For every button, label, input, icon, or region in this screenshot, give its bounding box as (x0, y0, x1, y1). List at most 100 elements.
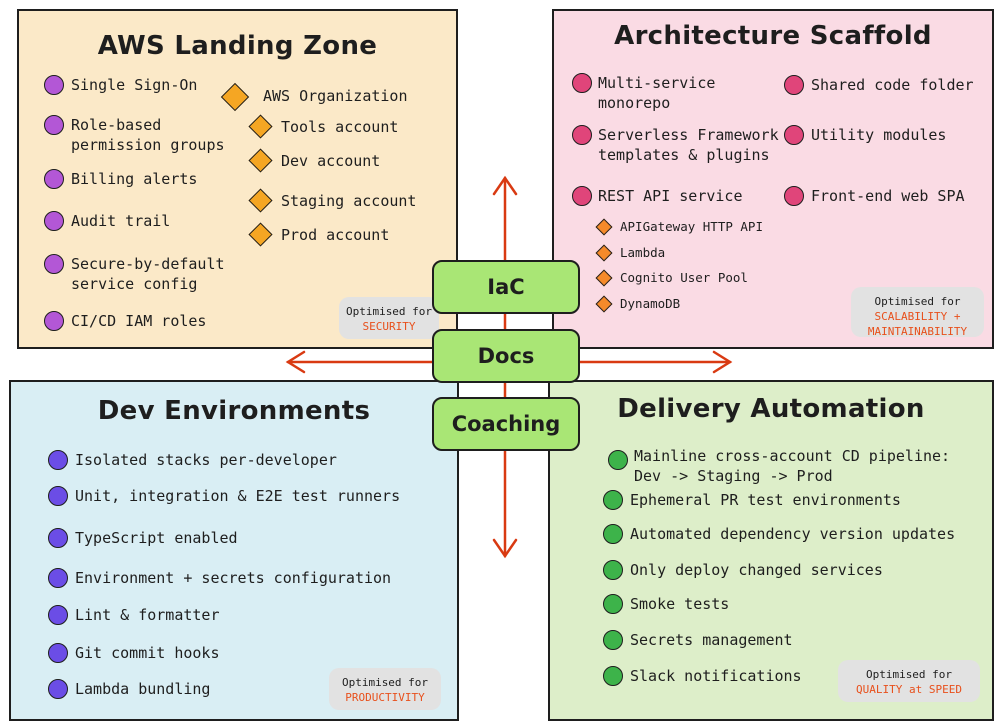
scaffold-item: Utility modules (811, 126, 947, 144)
api-part-diamond-icon (595, 269, 613, 287)
account-item: Prod account (281, 226, 390, 244)
account-item: Dev account (281, 152, 381, 170)
scaffold-bullet-icon (784, 125, 804, 145)
feature-bullet-icon (44, 311, 64, 331)
badge-prefix: Optimised for (345, 305, 433, 318)
scaffold-title: Architecture Scaffold (614, 21, 932, 51)
delivery-item: Mainline cross-account CD pipeline: Dev … (634, 447, 951, 485)
arrow-head-up (492, 175, 518, 196)
badge-focus: SECURITY (362, 320, 416, 333)
delivery-panel: Delivery Automation Mainline cross-accou… (548, 380, 994, 721)
dev-bullet-icon (48, 450, 68, 470)
scaffold-item: REST API service (598, 187, 743, 205)
scaffold-bullet-icon (572, 73, 592, 93)
scaffold-panel: Architecture Scaffold Multi-service mono… (552, 9, 994, 349)
scaffold-bullet-icon (784, 186, 804, 206)
scaffold-bullet-icon (572, 125, 592, 145)
dev-bullet-icon (48, 605, 68, 625)
dev-item: TypeScript enabled (75, 529, 238, 547)
feature-bullet-icon (44, 75, 64, 95)
account-diamond-icon (248, 188, 273, 213)
api-part-diamond-icon (595, 218, 613, 236)
scaffold-item: Shared code folder (811, 76, 974, 94)
hub-iac-label: IaC (487, 275, 525, 299)
delivery-item: Smoke tests (630, 595, 730, 613)
arrow-head-right (712, 350, 733, 374)
dev-item: Environment + secrets configuration (75, 569, 392, 587)
delivery-title: Delivery Automation (617, 394, 925, 424)
delivery-bullet-icon (603, 490, 623, 510)
feature-item: Secure-by-default service config (71, 255, 225, 293)
organization-diamond-icon (220, 82, 250, 112)
delivery-item: Slack notifications (630, 667, 802, 685)
feature-item: Role-based permission groups (71, 116, 225, 154)
account-diamond-icon (248, 114, 273, 139)
feature-bullet-icon (44, 169, 64, 189)
delivery-bullet-icon (603, 630, 623, 650)
delivery-item: Ephemeral PR test environments (630, 491, 901, 509)
hub-coaching: Coaching (432, 397, 580, 451)
feature-item: CI/CD IAM roles (71, 312, 207, 330)
badge-focus: QUALITY at SPEED (856, 683, 962, 696)
delivery-item: Secrets management (630, 631, 793, 649)
feature-item: Audit trail (71, 212, 171, 230)
api-part-item: APIGateway HTTP API (620, 219, 763, 234)
delivery-bullet-icon (608, 450, 628, 470)
dev-item: Isolated stacks per-developer (75, 451, 337, 469)
account-item: Staging account (281, 192, 417, 210)
dev-item: Unit, integration & E2E test runners (75, 487, 401, 505)
dev-env-panel: Dev Environments Isolated stacks per-dev… (9, 380, 459, 721)
badge-prefix: Optimised for (874, 295, 961, 308)
feature-bullet-icon (44, 211, 64, 231)
dev-item: Lambda bundling (75, 680, 211, 698)
hub-docs-label: Docs (477, 344, 535, 368)
badge-prefix: Optimised for (341, 676, 429, 689)
scalability-badge: Optimised for SCALABILITY + MAINTAINABIL… (851, 287, 984, 338)
account-item: Tools account (281, 118, 399, 136)
scaffold-item: Front-end web SPA (811, 187, 965, 205)
api-part-item: Lambda (620, 245, 666, 260)
scaffold-item: Serverless Framework templates & plugins (598, 126, 779, 164)
account-diamond-icon (248, 222, 273, 247)
feature-item: Single Sign-On (71, 76, 198, 94)
dev-item: Lint & formatter (75, 606, 220, 624)
delivery-bullet-icon (603, 594, 623, 614)
api-part-diamond-icon (595, 244, 613, 262)
delivery-bullet-icon (603, 666, 623, 686)
badge-focus: SCALABILITY + MAINTAINABILITY (867, 310, 968, 338)
dev-env-title: Dev Environments (97, 396, 371, 426)
feature-bullet-icon (44, 115, 64, 135)
scaffold-bullet-icon (784, 75, 804, 95)
account-diamond-icon (248, 148, 273, 173)
security-badge: Optimised for SECURITY (339, 297, 439, 339)
delivery-item: Only deploy changed services (630, 561, 883, 579)
scaffold-bullet-icon (572, 186, 592, 206)
dev-bullet-icon (48, 643, 68, 663)
dev-bullet-icon (48, 568, 68, 588)
hub-iac: IaC (432, 260, 580, 314)
landing-zone-panel: AWS Landing Zone Single Sign-On Role-bas… (17, 9, 458, 349)
arrow-head-left (285, 350, 306, 374)
scaffold-item: Multi-service monorepo (598, 74, 716, 112)
delivery-bullet-icon (603, 560, 623, 580)
feature-bullet-icon (44, 254, 64, 274)
hub-coaching-label: Coaching (451, 412, 561, 436)
dev-bullet-icon (48, 528, 68, 548)
dev-item: Git commit hooks (75, 644, 220, 662)
badge-focus: PRODUCTIVITY (345, 691, 425, 704)
organization-label: AWS Organization (263, 87, 408, 105)
badge-prefix: Optimised for (865, 668, 953, 681)
feature-item: Billing alerts (71, 170, 198, 188)
hub-docs: Docs (432, 329, 580, 383)
dev-bullet-icon (48, 486, 68, 506)
productivity-badge: Optimised for PRODUCTIVITY (329, 668, 441, 710)
delivery-bullet-icon (603, 524, 623, 544)
landing-zone-title: AWS Landing Zone (97, 31, 378, 61)
api-part-diamond-icon (595, 295, 613, 313)
arrow-head-down (492, 538, 518, 559)
dev-bullet-icon (48, 679, 68, 699)
api-part-item: DynamoDB (620, 296, 681, 311)
delivery-item: Automated dependency version updates (630, 525, 956, 543)
api-part-item: Cognito User Pool (620, 270, 748, 285)
quality-badge: Optimised for QUALITY at SPEED (838, 660, 980, 702)
